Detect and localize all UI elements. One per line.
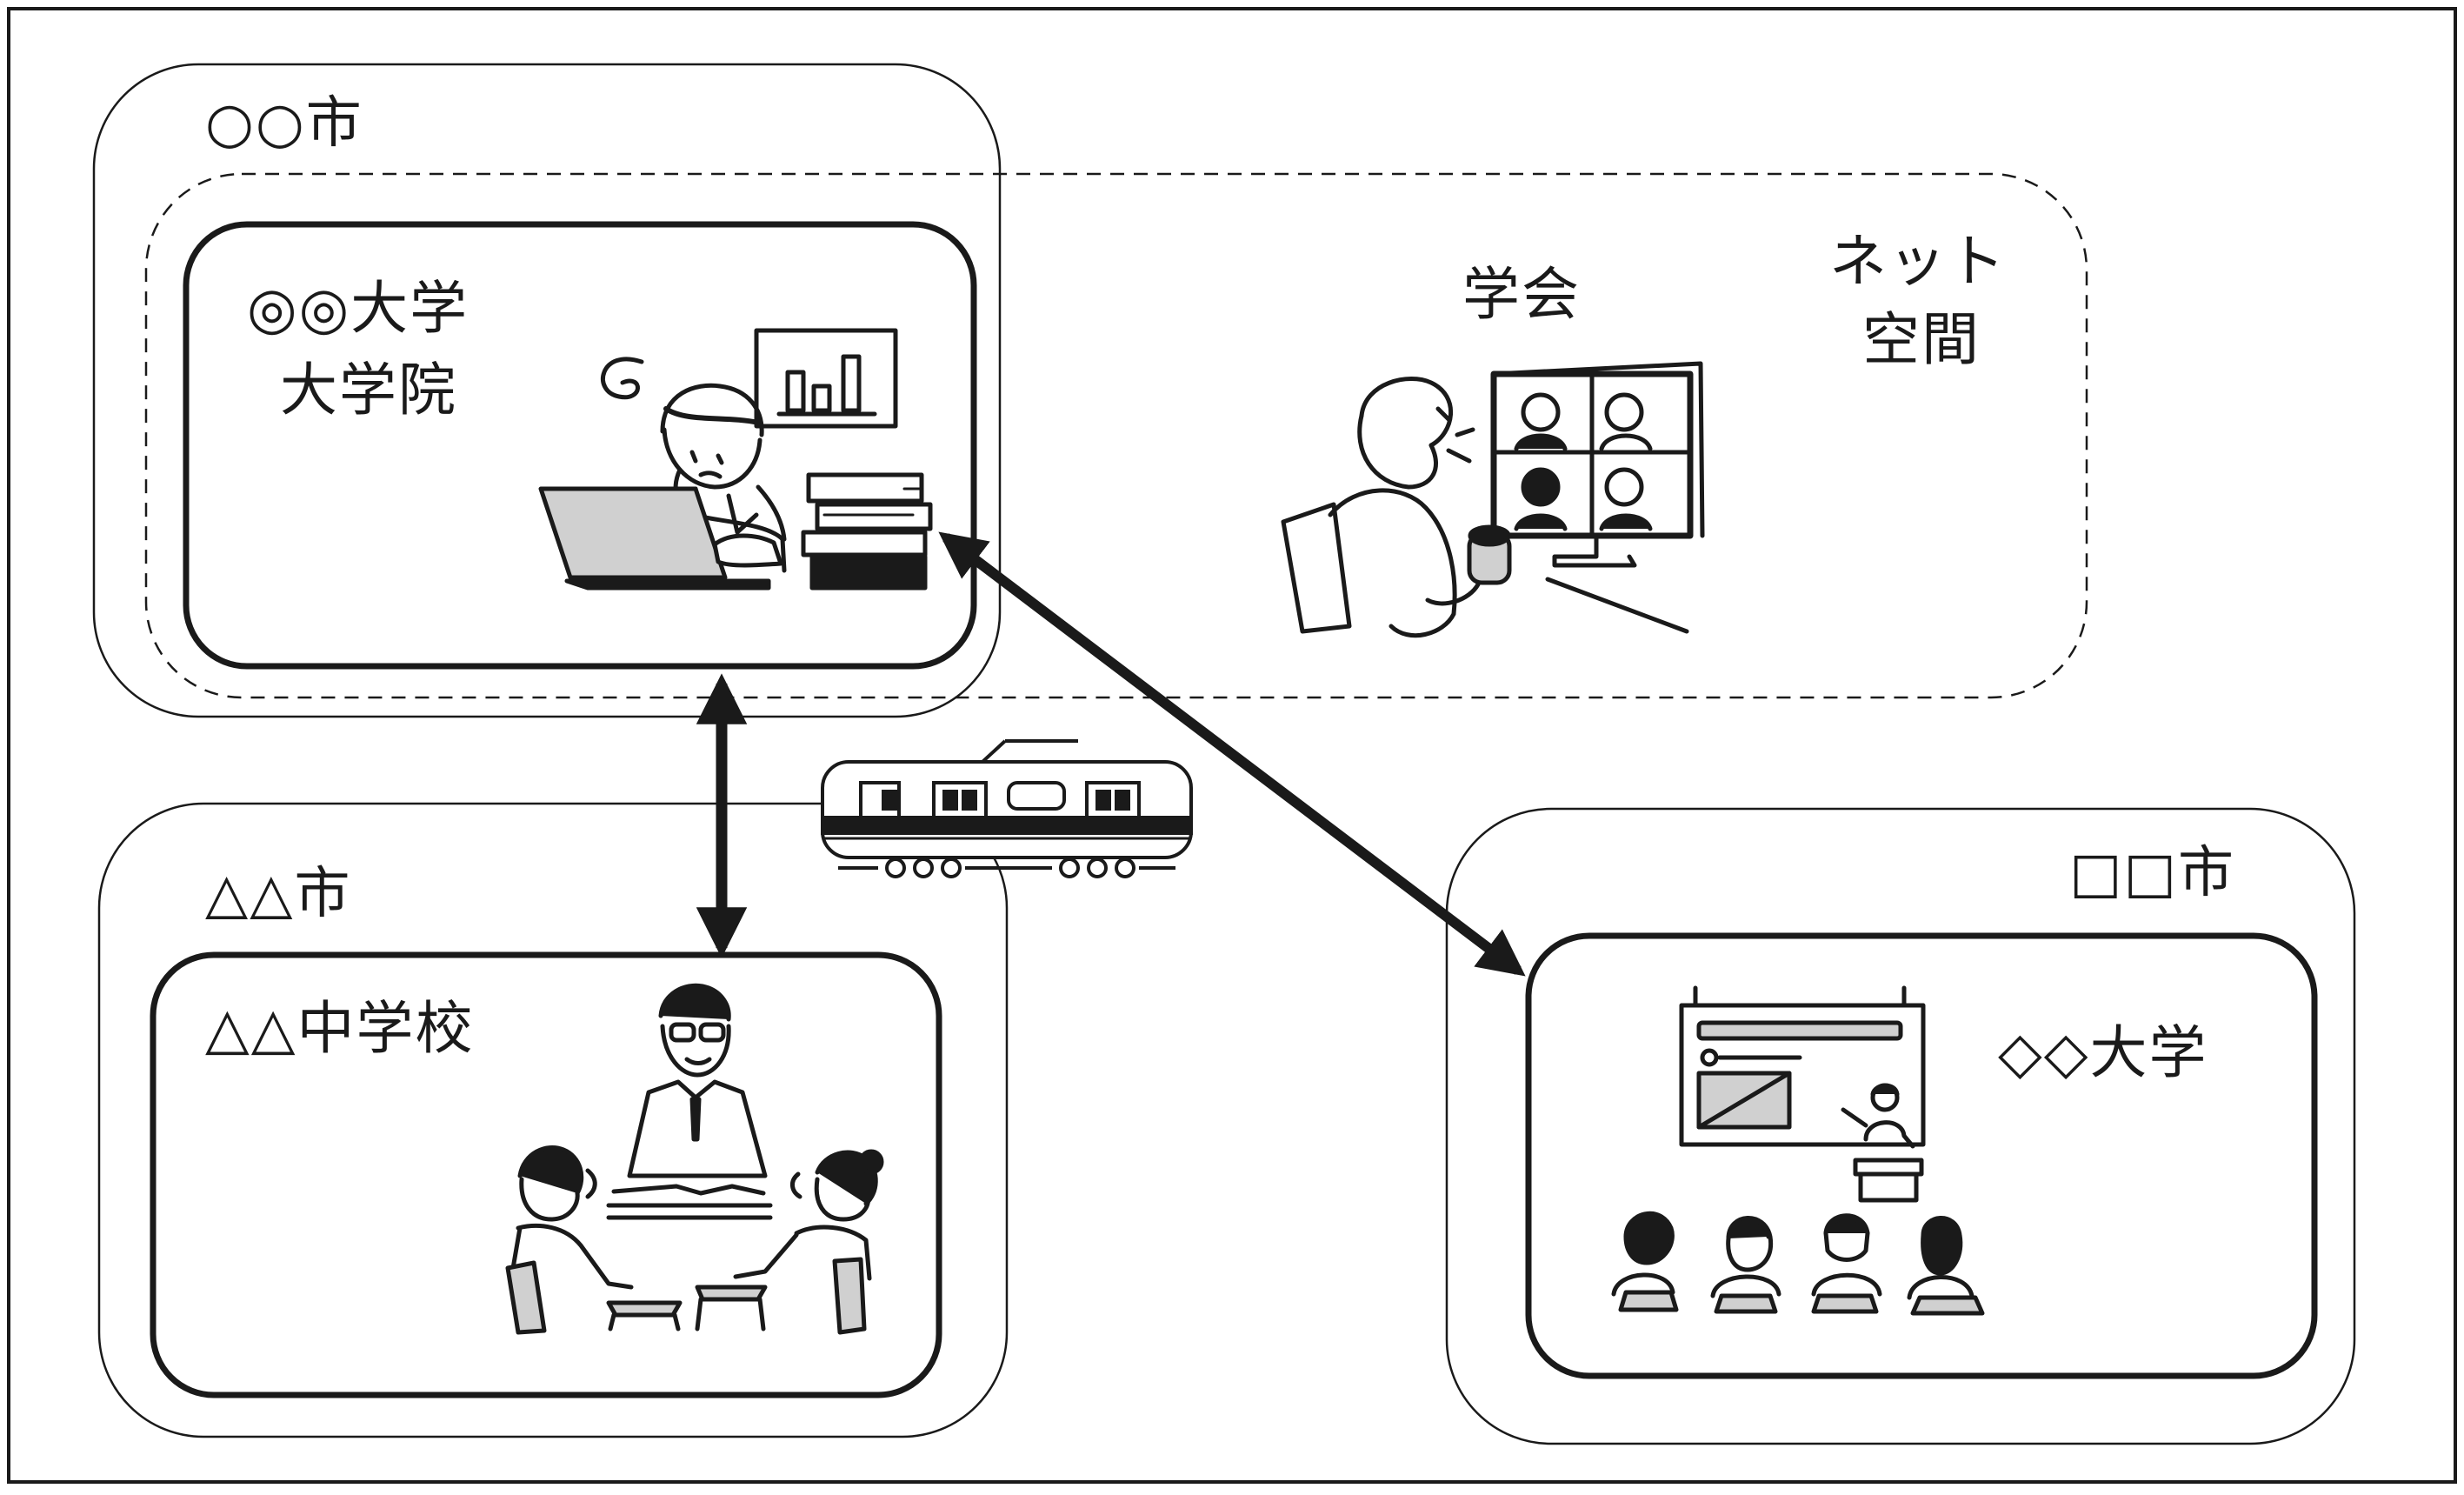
city-region-oo <box>92 63 1002 718</box>
city-region-shikaku <box>1445 807 2356 1445</box>
lecture-hall-icon <box>1611 985 1985 1316</box>
student-at-laptop-icon <box>538 328 933 591</box>
grad-school-label-line1: ◎◎大学 <box>247 275 469 342</box>
classroom-teaching-icon <box>505 983 884 1335</box>
city-label-shikaku: □□市 <box>2069 841 2235 905</box>
net-space-label-line2: 空間 <box>1862 306 1981 373</box>
diamond-univ-box <box>1525 932 2318 1379</box>
city-label-sankaku: △△市 <box>205 862 352 926</box>
grad-school-box <box>183 221 977 670</box>
net-space-region <box>144 172 2088 699</box>
connection-arrow-grad-diamond <box>938 531 1526 977</box>
grad-school-label-line2: 大学院 <box>280 357 457 424</box>
outer-frame <box>7 7 2457 1484</box>
net-space-label-line1: ネット <box>1829 228 2007 295</box>
online-meeting-icon <box>1281 361 1705 638</box>
middle-school-label: △△中学校 <box>205 995 475 1062</box>
middle-school-box <box>150 951 942 1398</box>
city-label-oo: ○○市 <box>205 91 363 156</box>
conference-label: 学会 <box>1462 261 1581 328</box>
diamond-univ-label: ◇◇大学 <box>1998 1019 2208 1086</box>
city-region-sankaku <box>97 802 1009 1438</box>
train-icon <box>821 739 1193 878</box>
